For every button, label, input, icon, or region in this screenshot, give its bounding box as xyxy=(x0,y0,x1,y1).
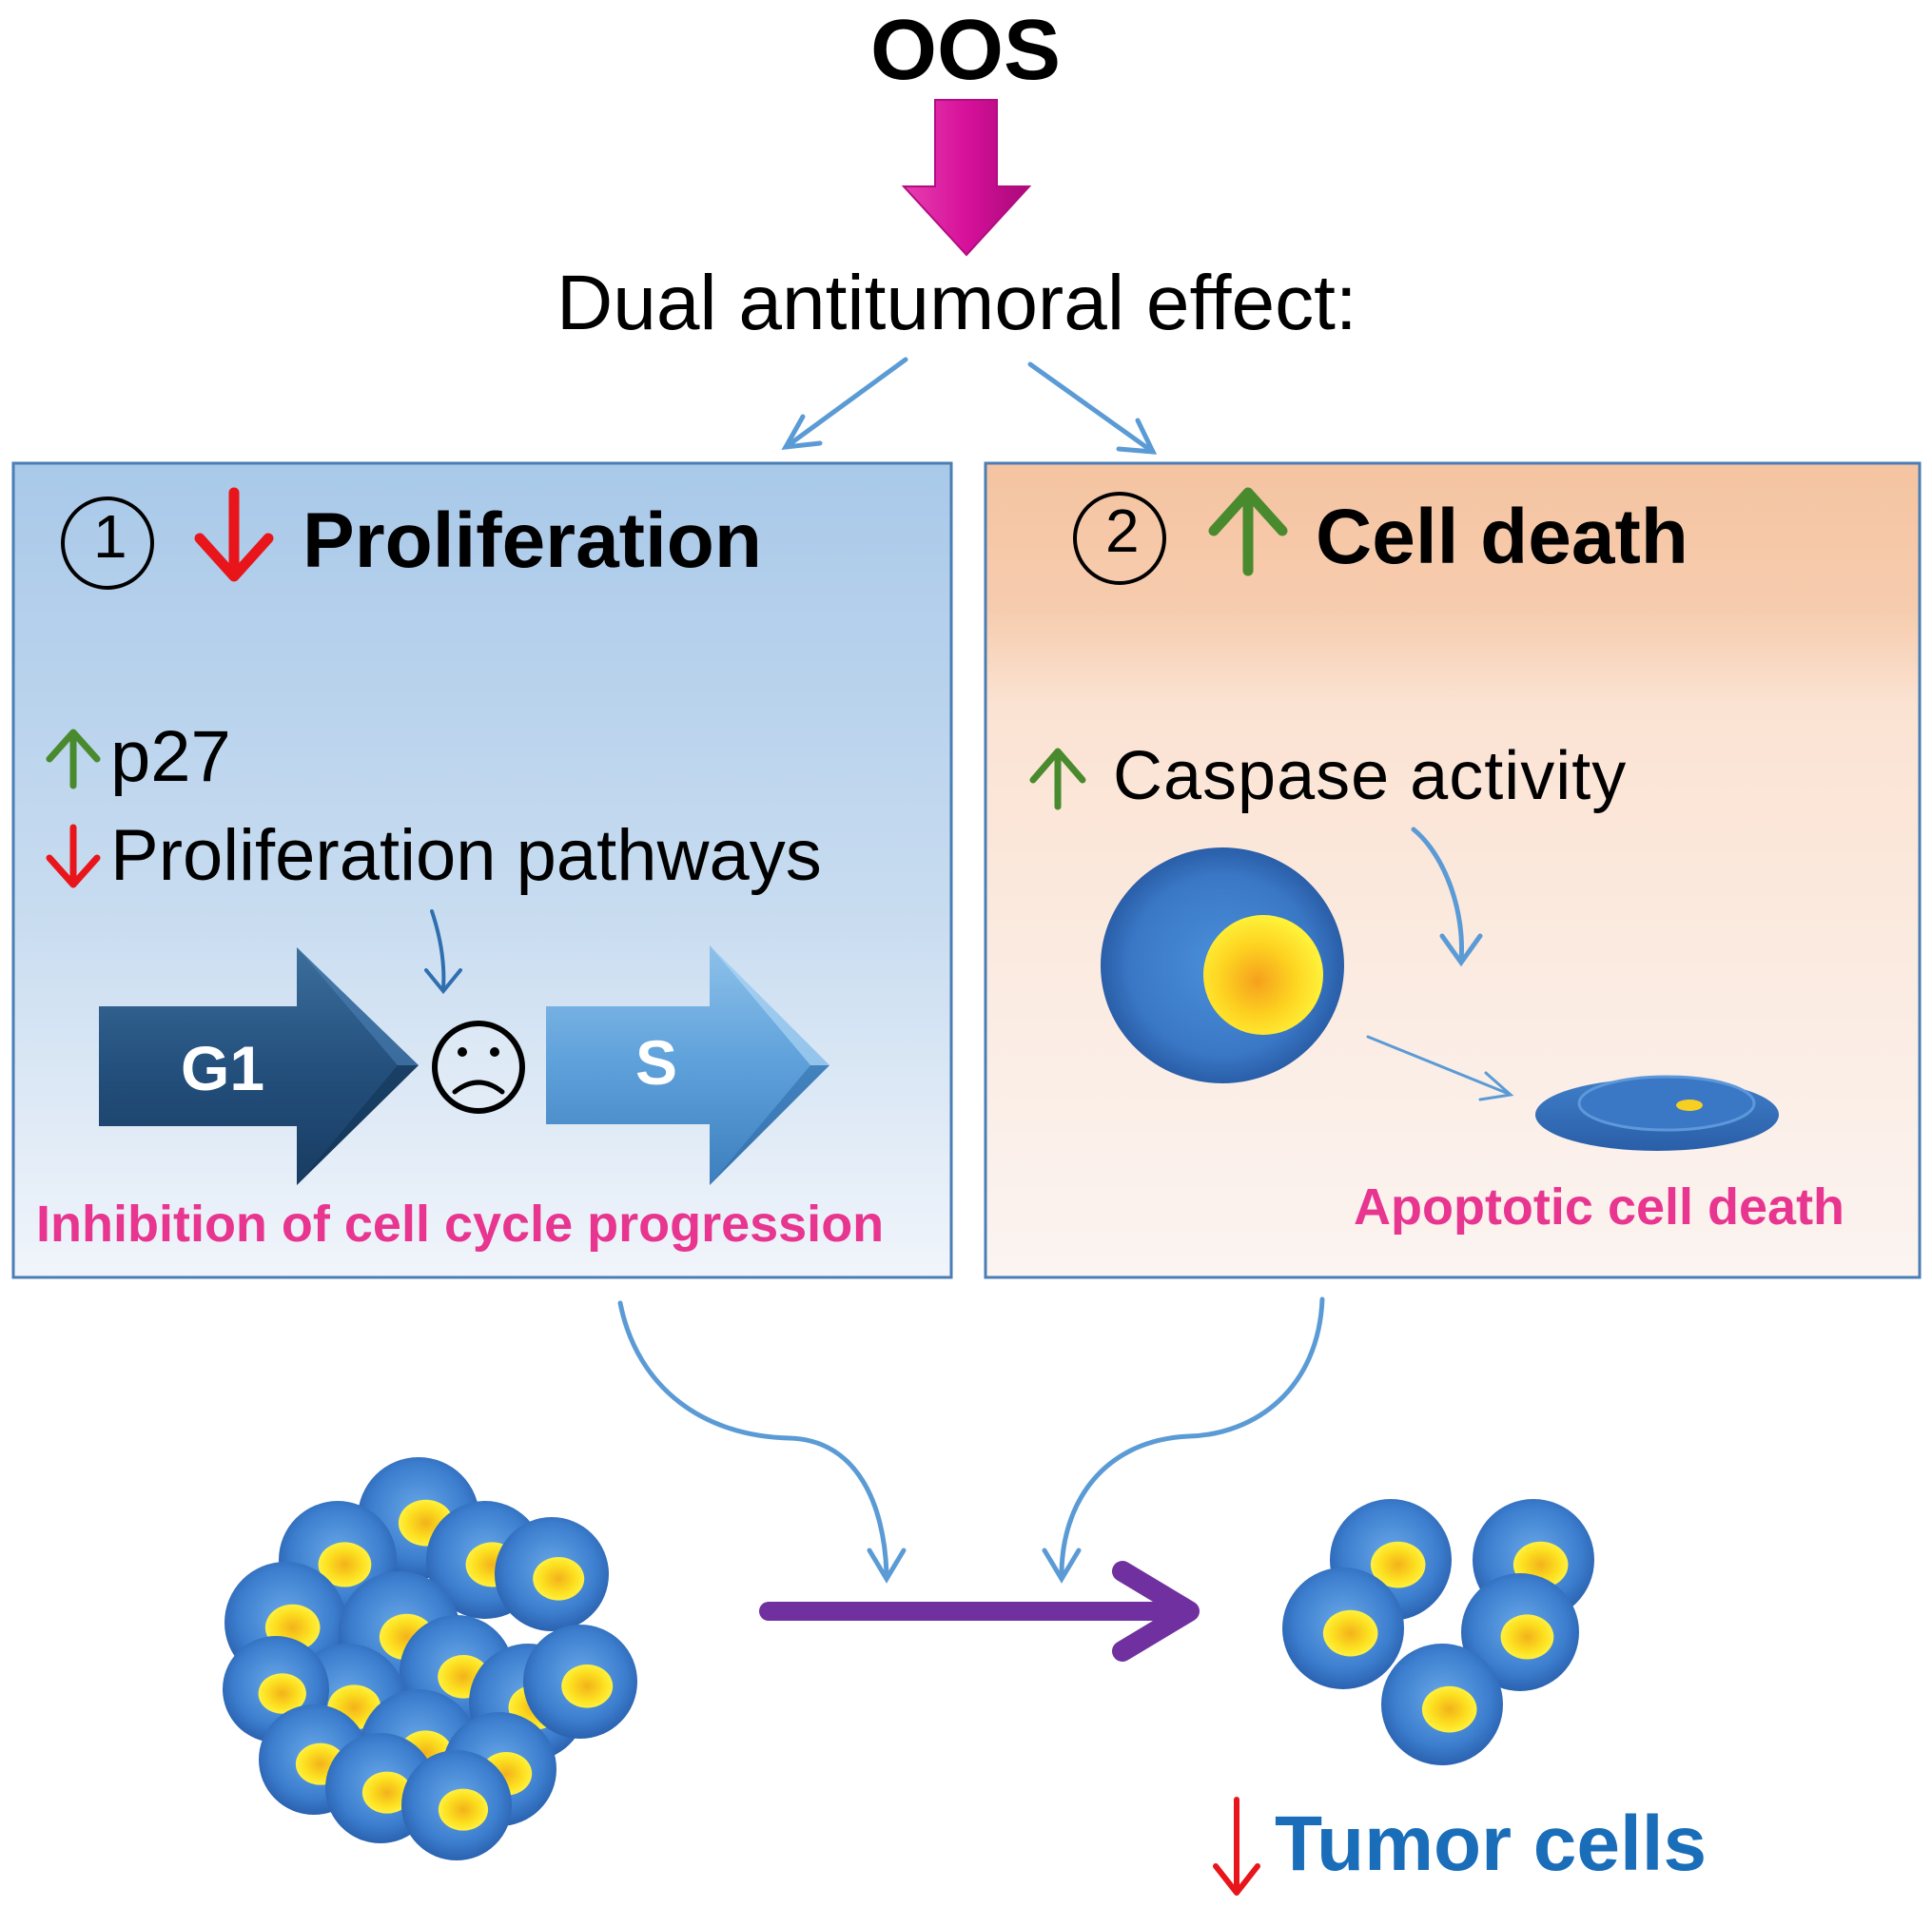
caspase-up-arrow xyxy=(1029,748,1086,810)
tumor-cells-label: Tumor cells xyxy=(1275,1801,1708,1887)
apoptotic-caption: Apoptotic cell death xyxy=(1354,1178,1845,1236)
apoptosis-arrow xyxy=(1366,1035,1514,1101)
tumor-cell-icon xyxy=(1461,1573,1579,1691)
tumor-cell-cluster-large xyxy=(223,1457,637,1860)
apoptotic-cell-icon xyxy=(1535,1075,1779,1151)
panel-2-number: 2 xyxy=(1105,496,1140,565)
healthy-cell-icon xyxy=(1101,847,1344,1083)
tumor-cell-icon xyxy=(1381,1644,1503,1765)
reduction-flow-arrow xyxy=(759,1561,1200,1662)
cell-death-title: Cell death xyxy=(1316,494,1688,580)
oos-label: OOS xyxy=(870,3,1062,98)
proliferation-down-arrow xyxy=(194,487,274,582)
dual-effect-label: Dual antitumoral effect: xyxy=(556,260,1357,346)
proliferation-panel xyxy=(11,461,953,1279)
cell-cycle-caption: Inhibition of cell cycle progression xyxy=(36,1196,885,1253)
p27-up-arrow xyxy=(46,729,101,789)
branch-arrow-left xyxy=(781,357,908,451)
sad-face-icon xyxy=(432,1021,525,1114)
proliferation-title: Proliferation xyxy=(302,497,762,584)
g1-phase-arrow xyxy=(99,947,419,1185)
caspase-connector-arrow xyxy=(1411,827,1483,967)
cell-death-up-arrow xyxy=(1208,487,1288,576)
branch-arrow-right xyxy=(1027,361,1158,455)
right-flow-connector xyxy=(1042,1296,1325,1584)
proliferation-pathways-label: Proliferation pathways xyxy=(110,815,822,896)
g1-label: G1 xyxy=(181,1033,265,1103)
tumor-cell-icon xyxy=(401,1750,512,1860)
tumor-cell-icon xyxy=(1282,1567,1404,1689)
number-circle-1 xyxy=(61,496,154,590)
tumor-down-arrow xyxy=(1213,1797,1260,1896)
number-circle-2 xyxy=(1073,492,1166,585)
tumor-cell-icon xyxy=(495,1517,609,1631)
tumor-cell-cluster-small xyxy=(1282,1499,1594,1765)
p27-label: p27 xyxy=(110,716,231,797)
panel-1-number: 1 xyxy=(93,502,127,571)
s-phase-arrow xyxy=(546,945,829,1185)
pathways-down-arrow xyxy=(46,824,101,888)
cell-death-panel xyxy=(984,461,1922,1279)
main-down-arrow xyxy=(901,99,1032,257)
pathway-connector-arrow xyxy=(424,909,462,995)
s-label: S xyxy=(635,1027,678,1098)
left-flow-connector xyxy=(617,1300,907,1584)
tumor-cell-icon xyxy=(523,1625,637,1739)
caspase-activity-label: Caspase activity xyxy=(1113,738,1628,814)
